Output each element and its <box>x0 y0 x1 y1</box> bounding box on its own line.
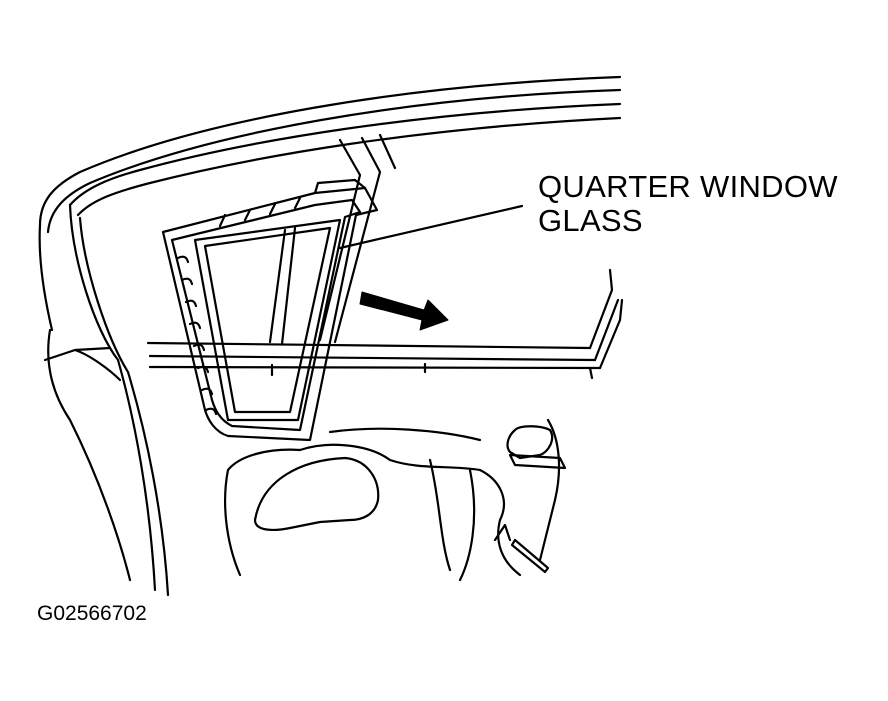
glass-channel <box>268 133 397 346</box>
door-frame <box>43 102 622 597</box>
figure-id: G02566702 <box>37 602 147 625</box>
callout-label-line1: QUARTER WINDOW <box>538 169 838 204</box>
door-inner-panel <box>224 418 567 582</box>
callout-label: QUARTER WINDOW GLASS <box>538 169 838 239</box>
roof-line <box>38 75 622 332</box>
removal-direction-arrow <box>359 291 449 331</box>
quarter-window-glass <box>161 178 379 442</box>
callout-leader-line <box>338 204 524 250</box>
callout-label-line2: GLASS <box>538 203 643 239</box>
